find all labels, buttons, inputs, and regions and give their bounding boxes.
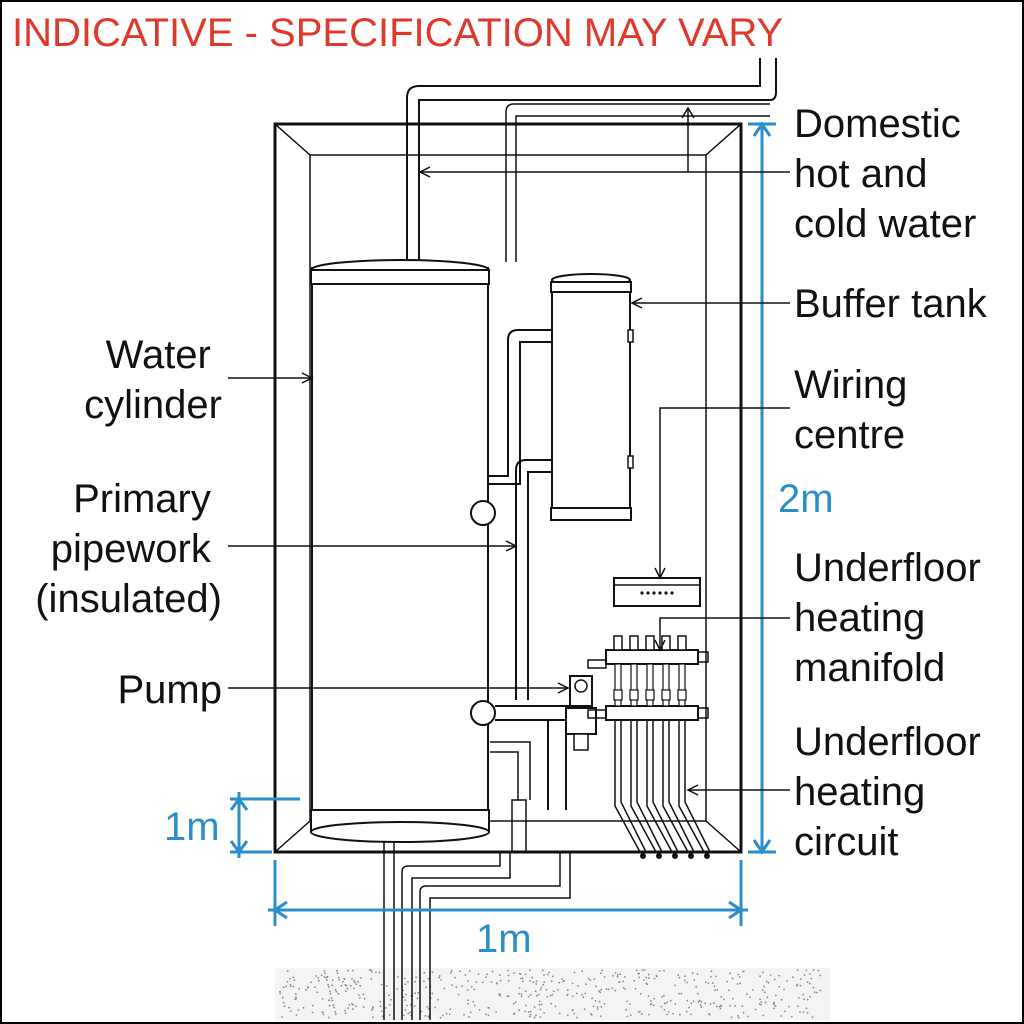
- pump: [565, 675, 597, 751]
- underfloor-heating-circuit-pipes: [614, 720, 711, 859]
- cupboard-enclosure: [273, 122, 743, 854]
- label-buffer-tank: Buffer tank: [794, 282, 988, 326]
- specification-warning: INDICATIVE - SPECIFICATION MAY VARY: [12, 11, 783, 55]
- buffer-tank: [550, 273, 634, 521]
- label-domestic-water: Domestic hot and cold water: [794, 102, 976, 246]
- depth-dimension-label: 1m: [164, 805, 220, 849]
- label-pump: Pump: [118, 668, 223, 712]
- domestic-water-pipes: [406, 58, 777, 262]
- water-cylinder: [310, 259, 496, 843]
- label-water-cylinder: Water cylinder: [84, 333, 222, 427]
- width-dimension-label: 1m: [476, 917, 532, 961]
- label-ufh-circuit: Underfloor heating circuit: [794, 720, 992, 864]
- wiring-centre: [613, 577, 701, 607]
- leader-lines: [228, 106, 790, 796]
- height-dimension: [748, 121, 776, 855]
- label-ufh-manifold: Underfloor heating manifold: [794, 546, 992, 690]
- primary-pipework: [488, 329, 580, 853]
- manifold-valves: [613, 635, 687, 707]
- label-primary-pipework: Primary pipework (insulated): [35, 477, 222, 621]
- underfloor-heating-manifold: [587, 635, 709, 721]
- depth-dimension: [229, 792, 300, 858]
- cylinder-down-pipes: [383, 842, 571, 1020]
- height-dimension-label: 2m: [778, 477, 834, 521]
- label-wiring-centre: Wiring centre: [794, 363, 918, 457]
- width-dimension: [268, 860, 748, 926]
